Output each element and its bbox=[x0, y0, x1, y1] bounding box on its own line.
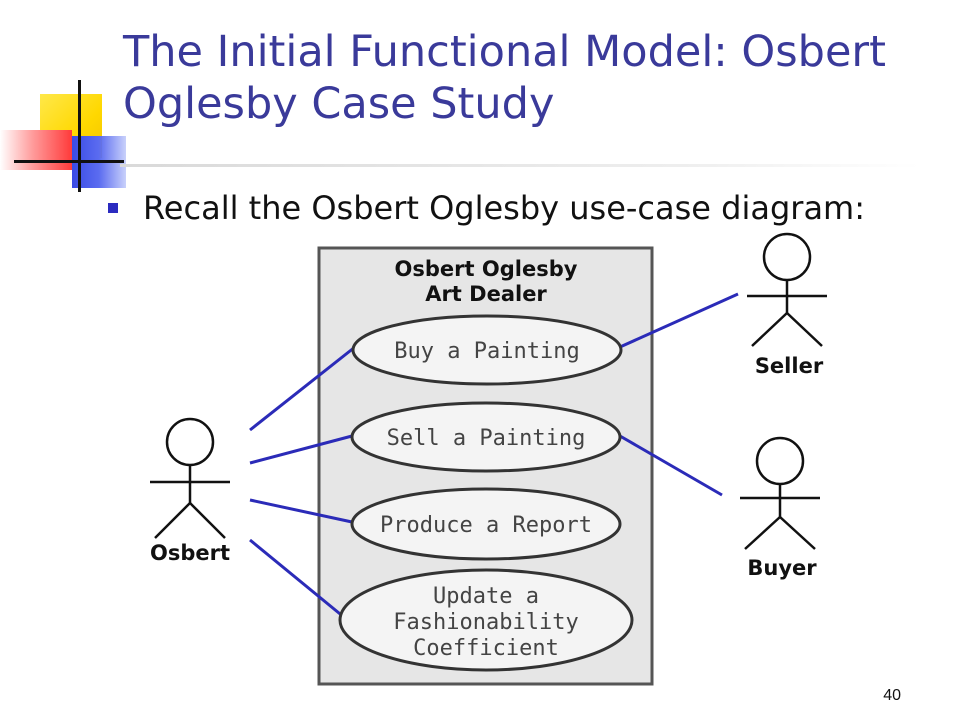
bullet-icon bbox=[108, 203, 118, 213]
slide-title-line-2: Oglesby Case Study bbox=[123, 79, 555, 129]
connector-osbert-report bbox=[249, 498, 353, 524]
page-number: 40 bbox=[883, 687, 901, 704]
decorative-horizontal-line bbox=[14, 160, 124, 163]
use-case-buy-ellipse bbox=[351, 314, 623, 386]
connector-osbert-update bbox=[249, 538, 346, 620]
use-case-update-ellipse bbox=[338, 568, 634, 672]
actor-osbert-label: Osbert bbox=[150, 541, 230, 565]
slide-title: The Initial Functional Model: Osbert Ogl… bbox=[123, 26, 923, 130]
slide-title-line-1: The Initial Functional Model: Osbert bbox=[123, 27, 886, 77]
use-case-sell-ellipse bbox=[350, 401, 622, 473]
actor-buyer-label: Buyer bbox=[747, 556, 817, 580]
use-case-report-ellipse bbox=[350, 487, 622, 561]
title-underline bbox=[120, 164, 920, 167]
system-name-line-1: Osbert Oglesby bbox=[395, 257, 578, 281]
use-case-sell-label: Sell a Painting bbox=[387, 426, 586, 451]
use-case-buy-label: Buy a Painting bbox=[394, 339, 579, 364]
use-case-update-label-3: Coefficient bbox=[413, 636, 559, 661]
connectors bbox=[249, 292, 739, 620]
connector-buyer-sell bbox=[619, 434, 723, 497]
decorative-red-square bbox=[0, 130, 72, 170]
actor-seller-label: Seller bbox=[755, 354, 824, 378]
use-case-report-label: Produce a Report bbox=[380, 513, 592, 538]
connector-seller-buy bbox=[619, 292, 739, 349]
actor-buyer-icon bbox=[740, 436, 820, 550]
decorative-vertical-line bbox=[78, 80, 81, 192]
connector-osbert-buy bbox=[249, 345, 356, 432]
actor-osbert-icon bbox=[150, 417, 230, 539]
actor-seller-icon bbox=[747, 232, 827, 347]
connector-osbert-sell bbox=[249, 434, 353, 465]
system-name-line-2: Art Dealer bbox=[425, 282, 547, 306]
use-case-update-label-2: Fashionability bbox=[393, 610, 578, 635]
use-case-update-label-1: Update a bbox=[433, 584, 539, 609]
bullet-text: Recall the Osbert Oglesby use-case diagr… bbox=[143, 189, 865, 227]
